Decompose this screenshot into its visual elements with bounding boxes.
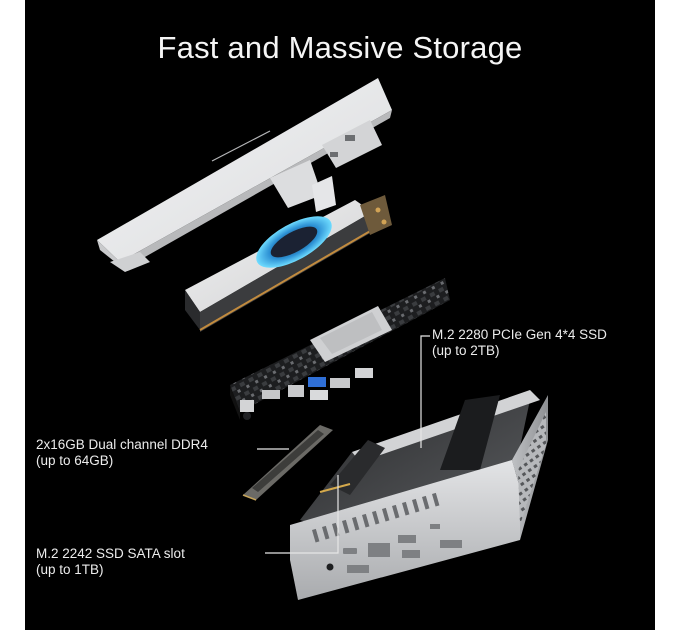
callout-ddr-capacity: (up to 64GB) bbox=[36, 453, 114, 468]
callout-ddr-title: 2x16GB Dual channel DDR4 bbox=[36, 437, 208, 452]
cooling-fan bbox=[185, 195, 392, 332]
exploded-view-illustration bbox=[97, 78, 548, 600]
motherboard bbox=[230, 278, 450, 420]
top-lid bbox=[97, 78, 392, 272]
callout-sata-title: M.2 2242 SSD SATA slot bbox=[36, 546, 185, 561]
chassis-base bbox=[290, 390, 548, 600]
sata-leader-line bbox=[265, 475, 339, 554]
page-title: Fast and Massive Storage bbox=[157, 30, 523, 65]
callout-ddr4-memory: 2x16GB Dual channel DDR4 (up to 64GB) bbox=[36, 437, 208, 469]
ram-module bbox=[242, 425, 333, 501]
callout-sata-ssd: M.2 2242 SSD SATA slot (up to 1TB) bbox=[36, 546, 185, 578]
leader-lines bbox=[257, 335, 430, 554]
pcie-leader-line bbox=[420, 335, 430, 448]
callout-sata-capacity: (up to 1TB) bbox=[36, 562, 104, 577]
product-banner: Fast and Massive Storage bbox=[25, 0, 655, 630]
callout-pcie-ssd: M.2 2280 PCIe Gen 4*4 SSD (up to 2TB) bbox=[432, 327, 607, 359]
callout-pcie-title: M.2 2280 PCIe Gen 4*4 SSD bbox=[432, 327, 607, 342]
callout-pcie-capacity: (up to 2TB) bbox=[432, 343, 500, 358]
